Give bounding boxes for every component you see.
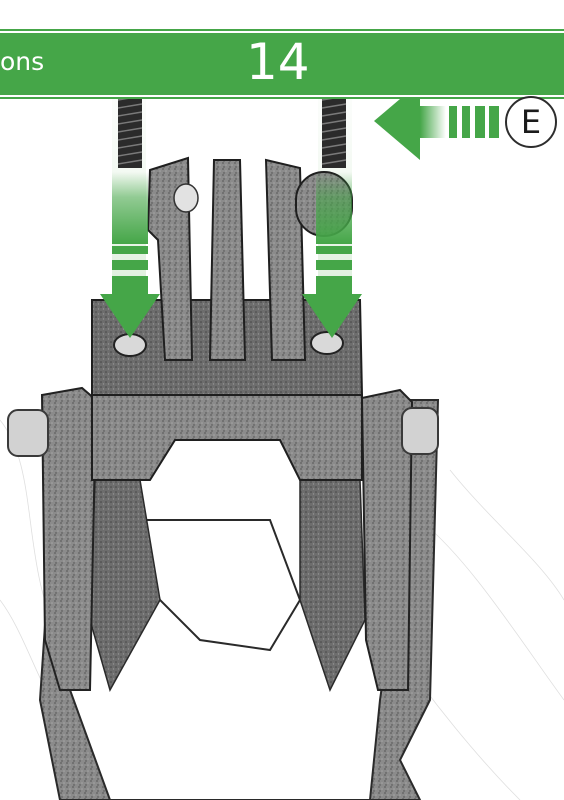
mount-block [92,395,362,480]
step-number: 14 [246,33,310,91]
right-pin [402,408,438,454]
left-hinge [42,388,96,690]
left-pin [8,410,48,456]
callout-badge: E [505,96,557,148]
finger-middle [210,160,245,360]
section-title: ons [0,47,44,77]
